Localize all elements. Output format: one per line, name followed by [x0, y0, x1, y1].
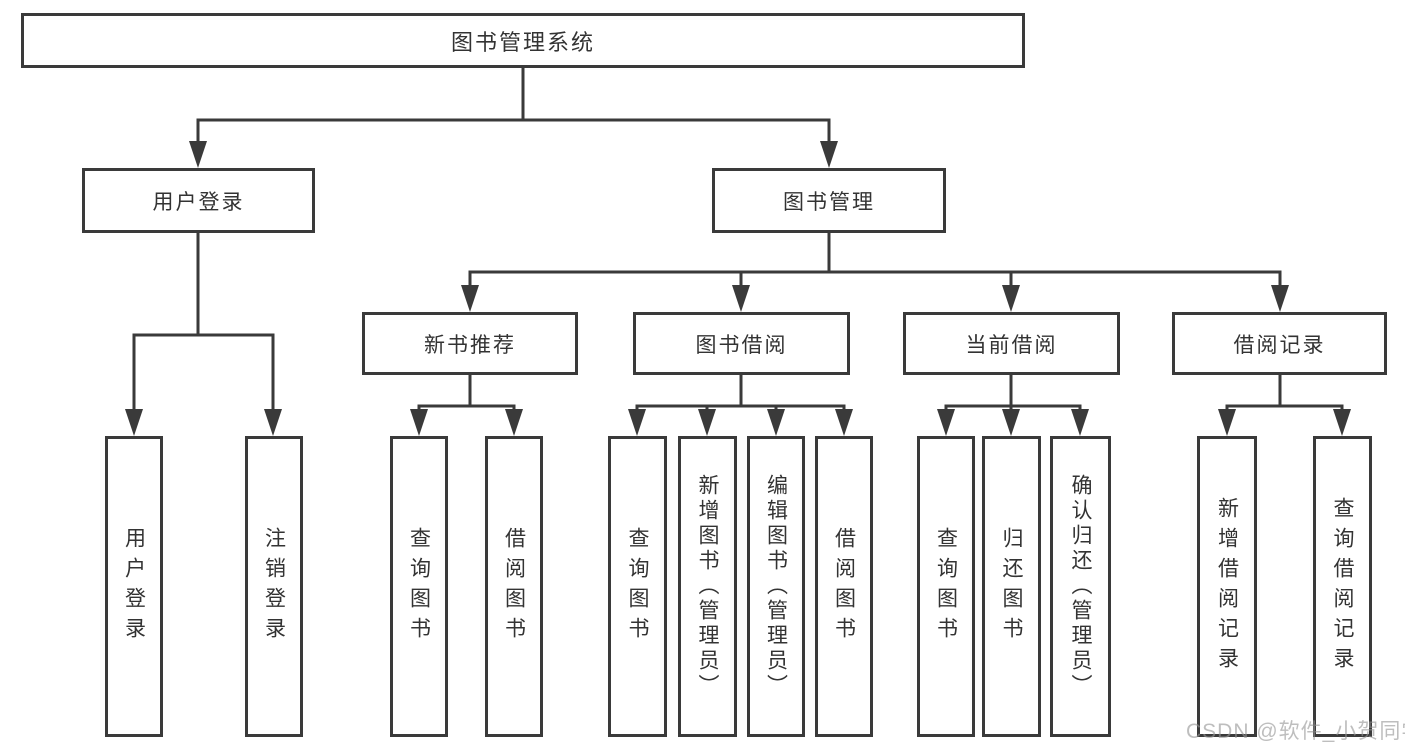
- node-new-book-recommend: 新书推荐: [362, 312, 578, 375]
- node-book-management: 图书管理: [712, 168, 946, 233]
- node-current-borrowing: 当前借阅: [903, 312, 1120, 375]
- leaf-logout-login: 注销登录: [245, 436, 303, 737]
- leaf-borrow-books-1: 借阅图书: [485, 436, 543, 737]
- node-book-borrowing: 图书借阅: [633, 312, 850, 375]
- leaf-query-books-1: 查询图书: [390, 436, 448, 737]
- leaf-return-books: 归还图书: [982, 436, 1041, 737]
- leaf-edit-book-admin: 编辑图书（管理员）: [747, 436, 805, 737]
- leaf-add-book-admin: 新增图书（管理员）: [678, 436, 737, 737]
- leaf-add-borrow-record: 新增借阅记录: [1197, 436, 1257, 737]
- leaf-query-books-2: 查询图书: [608, 436, 667, 737]
- leaf-query-borrow-record: 查询借阅记录: [1313, 436, 1372, 737]
- node-library-management-system: 图书管理系统: [21, 13, 1025, 68]
- leaf-confirm-return-admin: 确认归还（管理员）: [1050, 436, 1111, 737]
- arrowheads: [125, 141, 1351, 436]
- leaf-user-login: 用户登录: [105, 436, 163, 737]
- node-borrowing-records: 借阅记录: [1172, 312, 1387, 375]
- node-user-login: 用户登录: [82, 168, 315, 233]
- csdn-watermark: CSDN @软件_小贺同学: [1186, 720, 1405, 743]
- leaf-query-books-3: 查询图书: [917, 436, 975, 737]
- leaf-borrow-books-2: 借阅图书: [815, 436, 873, 737]
